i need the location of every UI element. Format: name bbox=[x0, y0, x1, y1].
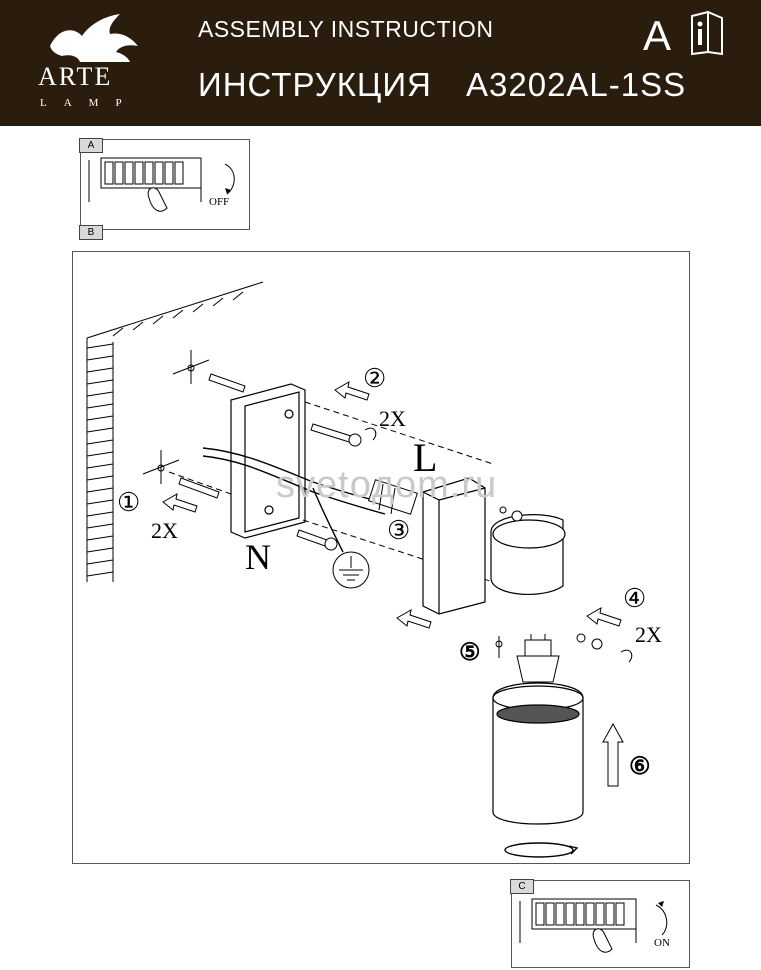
watermark-text: svetoдom.ru bbox=[276, 464, 498, 506]
panel-switch-off: A B OFF bbox=[79, 138, 250, 240]
step-1-number: ① bbox=[117, 488, 141, 517]
brand-name: ARTE bbox=[38, 62, 113, 91]
breaker-icon bbox=[88, 157, 235, 212]
label-neutral: N bbox=[245, 537, 271, 577]
label-live: L bbox=[413, 435, 438, 480]
title-russian: ИНСТРУКЦИЯ bbox=[198, 66, 432, 103]
step-5-number: ⑤ bbox=[459, 639, 481, 666]
step-2-number: ② bbox=[363, 364, 387, 393]
assembly-diagram: svetoдom.ru L N ① 2X ② 2X ③ ④ 2X ⑤ ⑥ bbox=[72, 251, 690, 864]
title-english: ASSEMBLY INSTRUCTION bbox=[198, 16, 494, 42]
step-1-qty: 2X bbox=[151, 518, 178, 543]
step-2-qty: 2X bbox=[379, 406, 406, 431]
step-6-number: ⑥ bbox=[629, 753, 651, 780]
step-3-number: ③ bbox=[387, 516, 411, 545]
switch-off-label: OFF bbox=[209, 196, 230, 208]
assembly-drawing bbox=[86, 281, 633, 858]
step-4-qty: 2X bbox=[635, 622, 662, 647]
info-booklet-icon bbox=[691, 10, 723, 56]
panel-switch-on: C ON bbox=[510, 879, 690, 968]
step-4-number: ④ bbox=[623, 584, 647, 613]
switch-on-label: ON bbox=[654, 937, 670, 949]
griffin-logo-icon bbox=[50, 14, 138, 62]
panel-tag-a: A bbox=[79, 138, 103, 153]
header-bar: ARTE LAMP ASSEMBLY INSTRUCTION ИНСТРУКЦИ… bbox=[0, 0, 761, 126]
breaker-icon bbox=[519, 898, 668, 953]
brand-subtitle: LAMP bbox=[40, 97, 139, 109]
model-number: A3202AL-1SS bbox=[466, 66, 687, 103]
panel-tag-c: C bbox=[510, 879, 534, 894]
panel-tag-b: B bbox=[79, 225, 103, 240]
language-letter: A bbox=[643, 12, 672, 59]
